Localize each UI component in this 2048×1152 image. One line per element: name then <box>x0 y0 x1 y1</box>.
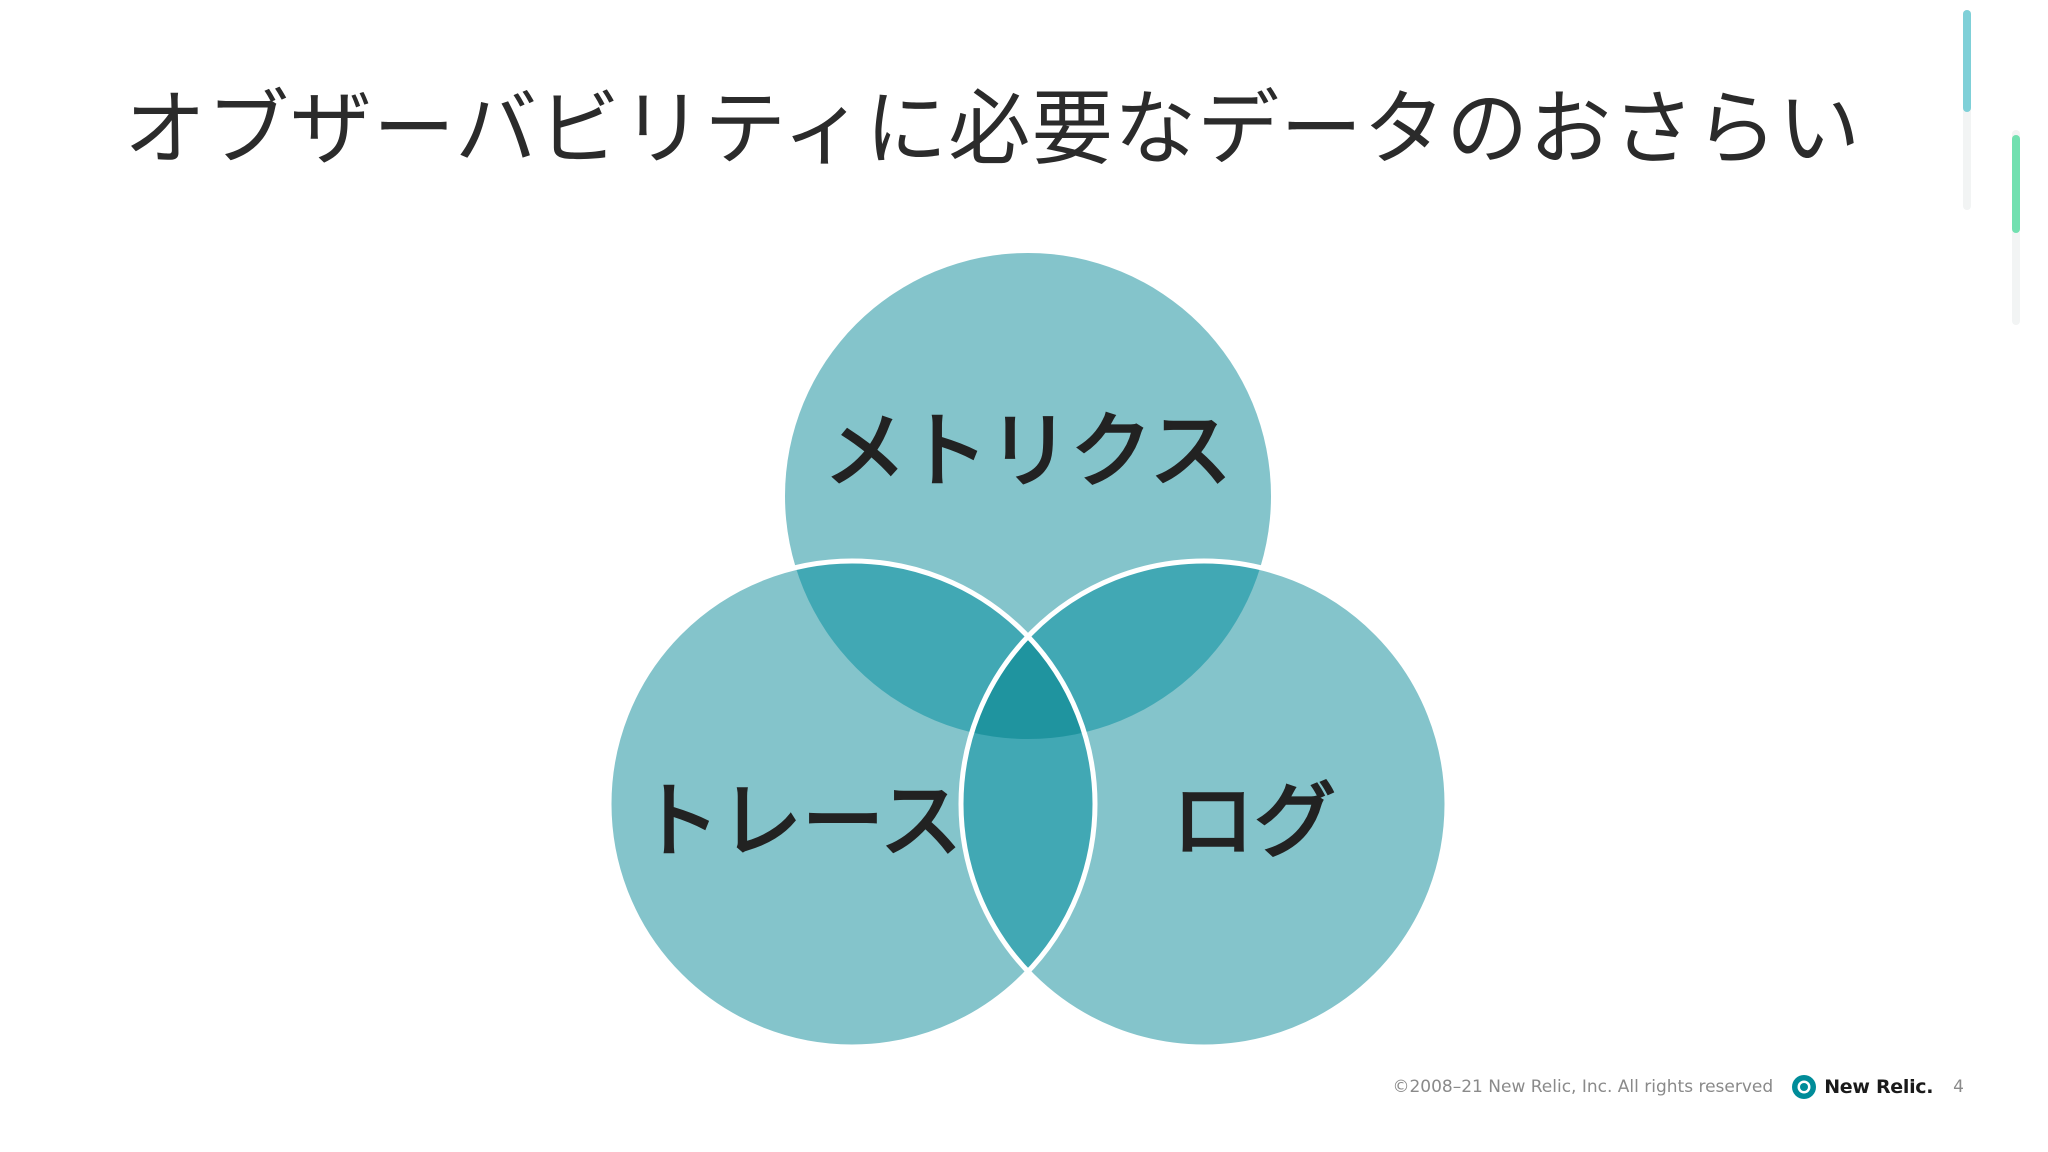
venn-outline-logs <box>958 558 1450 1050</box>
copyright-text: ©2008–21 New Relic, Inc. All rights rese… <box>1392 1077 1774 1097</box>
brand-name: New Relic. <box>1824 1076 1934 1098</box>
slide-title: オブザーバビリティに必要なデータのおさらい <box>124 82 1862 177</box>
venn-label-logs: ログ <box>1171 774 1337 870</box>
venn-outline-traces <box>606 558 1098 1050</box>
venn-label-metrics: メトリクス <box>824 404 1232 500</box>
new-relic-logo: New Relic. <box>1791 1074 1933 1100</box>
slide-scrollbar-thumb[interactable] <box>1963 10 1971 112</box>
page-number: 4 <box>1953 1077 1964 1097</box>
venn-overlap-metrics-logs <box>961 561 1271 739</box>
venn-overlap-metrics-traces <box>785 561 1095 739</box>
venn-label-traces: トレース <box>638 774 962 870</box>
new-relic-logo-icon <box>1792 1075 1817 1099</box>
panel-scrollbar-thumb[interactable] <box>2012 135 2020 233</box>
slide-footer: ©2008–21 New Relic, Inc. All rights rese… <box>1392 1072 1964 1102</box>
